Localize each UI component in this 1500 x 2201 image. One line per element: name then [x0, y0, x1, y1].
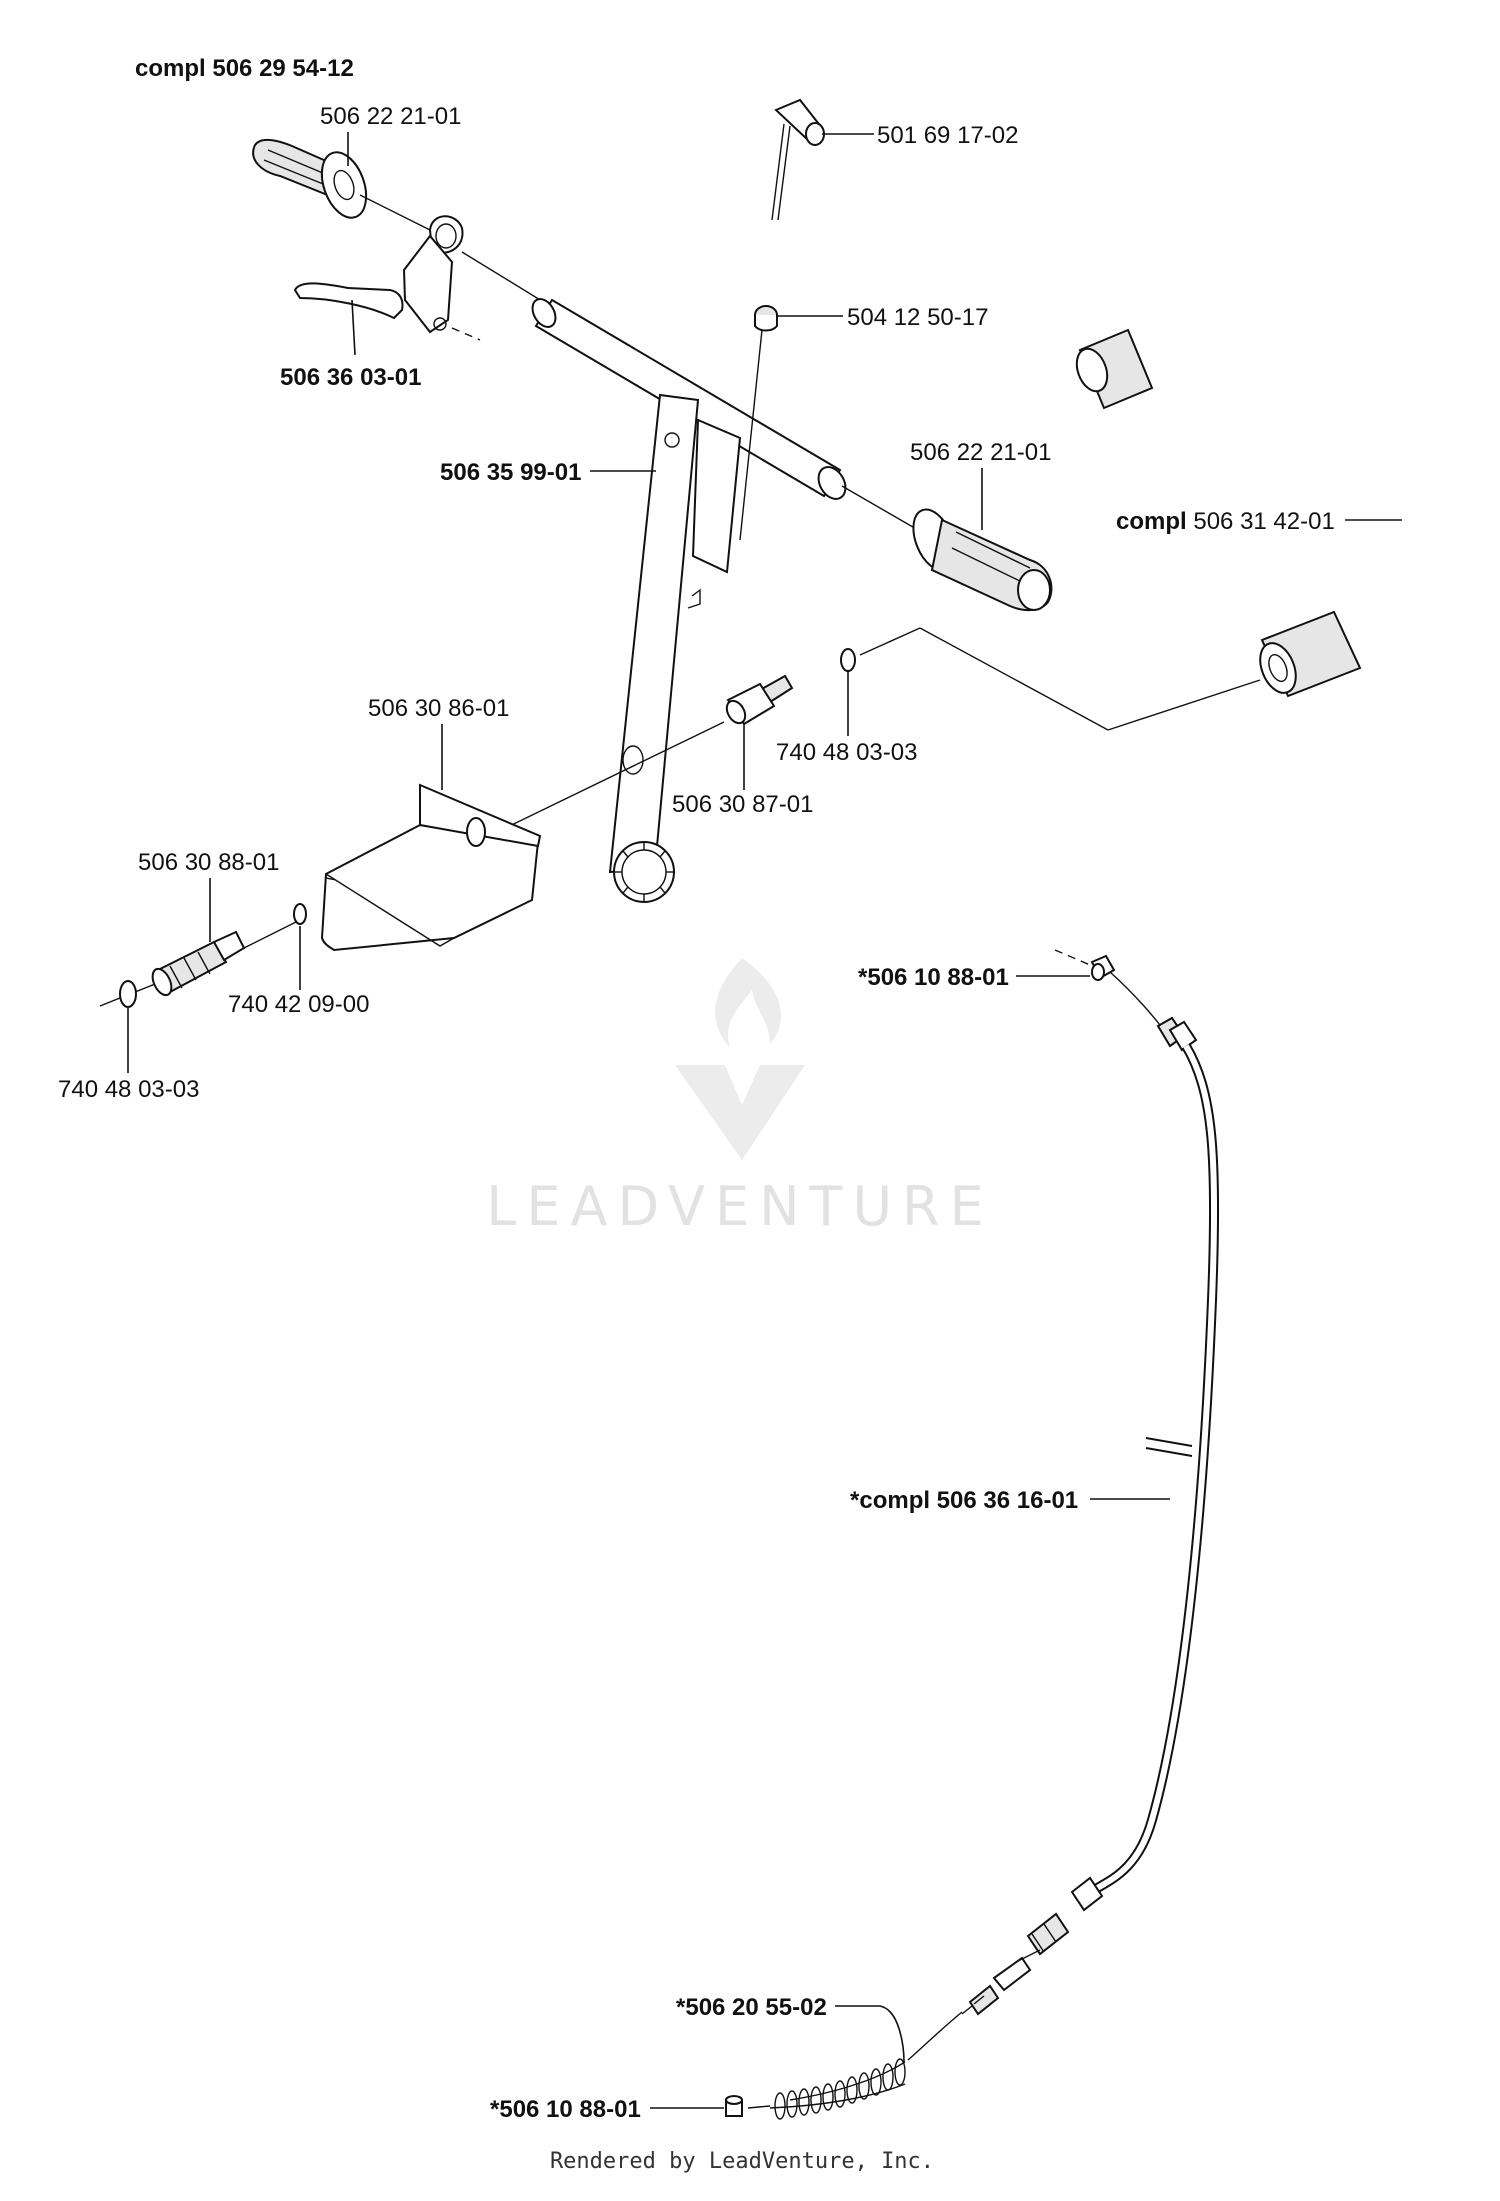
oring-left-part: [119, 980, 137, 1008]
cable-wire-top: [1109, 971, 1161, 1026]
label-spring: *506 20 55-02: [676, 1994, 827, 2021]
label-connector-mid: 506 30 87-01: [672, 791, 813, 818]
label-pin-top: 501 69 17-02: [877, 122, 1018, 149]
grip-left-part: [252, 138, 368, 219]
cable-sheath-part: [1091, 1043, 1220, 1895]
assembly-label: compl 506 29 54-12: [135, 55, 354, 82]
lever-part: [293, 215, 464, 334]
spring-part: [769, 2058, 906, 2120]
hose-route-line-a: [1107, 679, 1261, 731]
label-nut-top: 504 12 50-17: [847, 304, 988, 331]
label-bracket: 506 30 86-01: [368, 695, 509, 722]
handle-frame-part: [608, 393, 742, 903]
grip-left-axis-line: [359, 194, 431, 231]
leadventure-logo-icon: [675, 958, 805, 1160]
pin-axis-line: [739, 329, 763, 541]
label-cable: *compl 506 36 16-01: [850, 1487, 1078, 1514]
leader-lever: [351, 299, 356, 356]
left-axis-line-b: [239, 919, 301, 951]
label-hose: compl 506 31 42-01: [1116, 508, 1335, 535]
label-oring-left: 740 48 03-03: [58, 1076, 199, 1103]
cable-end-bottom-part: [725, 2095, 743, 2117]
label-lever: 506 36 03-01: [280, 364, 421, 391]
grip-right-part: [912, 508, 1053, 612]
connector-mid-part: [725, 674, 794, 726]
leader-spring: [835, 2005, 905, 2063]
label-connector-left: 506 30 88-01: [138, 849, 279, 876]
pin-top-part: [771, 98, 825, 221]
lever-to-bar-line: [461, 251, 551, 307]
watermark: LEADVENTURE: [486, 958, 993, 1238]
bar-to-grip-line: [841, 485, 919, 531]
cable-adjuster-part: [961, 1912, 1070, 2016]
hose-route-line-c: [859, 627, 921, 656]
label-handle-frame: 506 35 99-01: [440, 459, 581, 486]
cable-ferrule-top-part: [1156, 1016, 1198, 1052]
lever-axis-dashed-line: [451, 327, 481, 341]
cable-end-top-part: [1090, 954, 1116, 981]
oring-small-part: [293, 903, 307, 925]
hose-part: [1075, 328, 1427, 698]
oring-mid-part: [840, 648, 856, 672]
nut-top-part: [754, 305, 778, 332]
watermark-text: LEADVENTURE: [486, 1175, 993, 1238]
label-cable-end-top: *506 10 88-01: [858, 964, 1009, 991]
cable-ferrule-bottom-part: [1070, 1876, 1104, 1912]
label-oring-mid: 740 48 03-03: [776, 739, 917, 766]
footer-credit: Rendered by LeadVenture, Inc.: [550, 2149, 934, 2174]
label-cable-end-bottom: *506 10 88-01: [490, 2096, 641, 2123]
bracket-part: [320, 783, 542, 952]
cable-top-dashed-line: [1054, 949, 1091, 966]
cable-wire-end: [747, 2105, 771, 2109]
cable-wire-bottom: [907, 2011, 963, 2061]
label-grip-right: 506 22 21-01: [910, 439, 1051, 466]
hose-route-line-b: [919, 627, 1109, 731]
label-oring-small: 740 42 09-00: [228, 991, 369, 1018]
connector-left-part: [151, 930, 246, 997]
label-grip-left: 506 22 21-01: [320, 103, 461, 130]
